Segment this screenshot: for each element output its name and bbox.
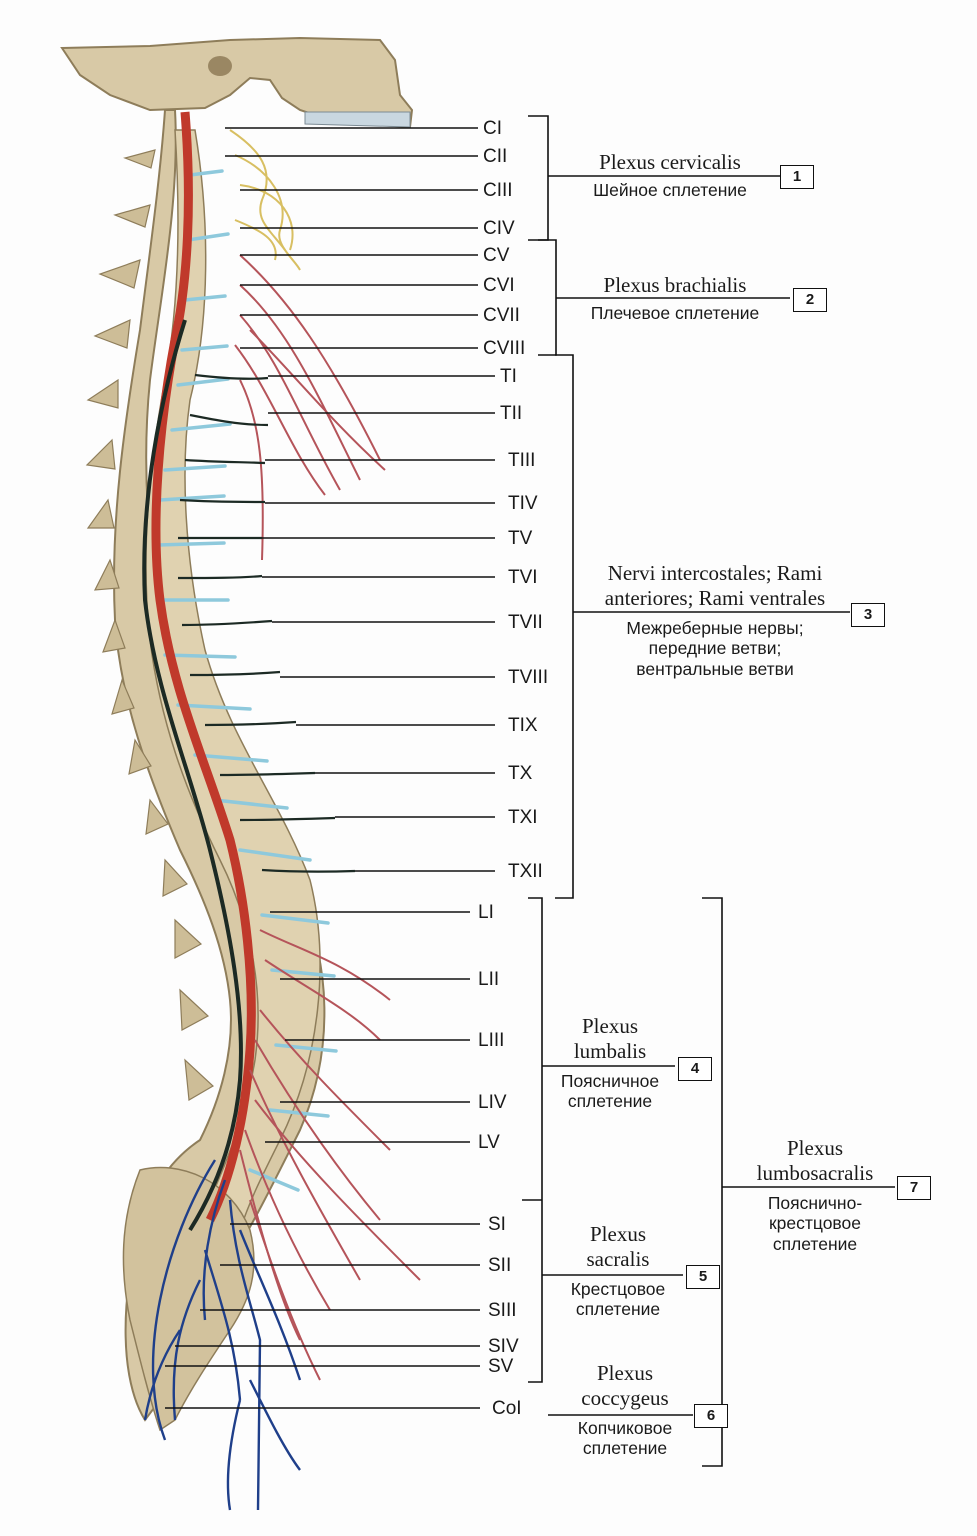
plexus-3-latin-line2: anteriores; Rami ventrales	[604, 585, 826, 610]
label-cviii: CVIII	[483, 338, 526, 359]
plexus-1-caption: Plexus cervicalis Шейное сплетение	[565, 150, 775, 200]
label-siv: SIV	[488, 1336, 519, 1357]
plexus-5-latin-line2: sacralis	[586, 1246, 650, 1271]
plexus-2-caption: Plexus brachialis Плечевое сплетение	[570, 273, 780, 323]
label-cii: CII	[483, 146, 508, 167]
plexus-7-russian-line2: крестцовое	[768, 1213, 861, 1234]
plexus-3-russian-line1: Межреберные нервы;	[626, 617, 804, 638]
plexus-3-caption: Nervi intercostales; Rami anteriores; Ra…	[580, 561, 850, 679]
leader-lines	[165, 127, 495, 1409]
label-txi: TXI	[508, 807, 538, 828]
plexus-7-latin-line1: Plexus	[786, 1136, 843, 1160]
label-tvii: TVII	[508, 612, 543, 633]
plexus-7-russian-line3: сплетение	[772, 1233, 858, 1254]
plexus-6-number-box: 6	[694, 1404, 728, 1428]
plexus-5-russian-line1: Крестцовое	[570, 1278, 666, 1299]
intervertebral-discs	[156, 169, 338, 1192]
plexus-3-russian-line2: передние ветви;	[648, 638, 782, 659]
lumbar-plexus-nerves	[239, 929, 421, 1381]
plexus-6-latin-line2: coccygeus	[581, 1385, 669, 1410]
label-sv: SV	[488, 1356, 514, 1377]
plexus-3-number-box: 3	[851, 603, 885, 627]
label-cvii: CVII	[483, 305, 520, 326]
label-ci: CI	[483, 118, 502, 139]
plexus-4-latin-line1: Plexus	[581, 1014, 638, 1038]
label-tiv: TIV	[508, 493, 538, 514]
plexus-4-number-box: 4	[678, 1057, 712, 1081]
plexus-5-latin-line1: Plexus	[589, 1222, 646, 1246]
plexus-2-number-box: 2	[793, 288, 827, 312]
plexus-3-russian-line3: вентральные ветви	[636, 658, 794, 679]
plexus-3-latin-line1: Nervi intercostales; Rami	[607, 561, 823, 585]
spinal-cord	[151, 111, 256, 1223]
label-tviii: TVIII	[508, 667, 549, 688]
plexus-2-latin: Plexus brachialis	[603, 273, 747, 297]
brachial-plexus-nerves	[234, 254, 386, 561]
plexus-6-latin-line1: Plexus	[596, 1361, 653, 1385]
plexus-5-russian-line2: сплетение	[575, 1299, 661, 1320]
label-txii: TXII	[508, 861, 543, 882]
plexus-7-number-box: 7	[897, 1176, 931, 1200]
plexus-6-russian-line1: Копчиковое	[577, 1417, 673, 1438]
label-lv: LV	[478, 1132, 500, 1153]
label-tv: TV	[508, 528, 533, 549]
label-ti: TI	[500, 366, 517, 387]
plexus-4-russian-line1: Поясничное	[560, 1070, 660, 1091]
sacral-coccygeal-nerves	[143, 1159, 302, 1511]
label-cvi: CVI	[483, 275, 515, 296]
label-tix: TIX	[508, 715, 538, 736]
label-liii: LIII	[478, 1030, 505, 1051]
vertebral-column	[85, 109, 326, 1432]
plexus-1-russian: Шейное сплетение	[593, 179, 747, 200]
plexus-4-russian-line2: сплетение	[567, 1091, 653, 1112]
label-tx: TX	[508, 763, 533, 784]
plexus-7-caption: Plexus lumbosacralis Пояснично- крестцов…	[735, 1136, 895, 1254]
skull-base	[60, 36, 414, 129]
cervical-plexus-nerves	[229, 129, 301, 271]
label-cv: CV	[483, 245, 510, 266]
intercostal-nerves	[177, 373, 356, 873]
plexus-4-latin-line2: lumbalis	[573, 1038, 647, 1063]
sympathetic-trunk	[142, 319, 243, 1232]
plexus-7-latin-line2: lumbosacralis	[756, 1160, 874, 1185]
plexus-6-caption: Plexus coccygeus Копчиковое сплетение	[560, 1361, 690, 1459]
plexus-1-latin: Plexus cervicalis	[599, 150, 741, 174]
plexus-7-russian-line1: Пояснично-	[767, 1192, 863, 1213]
plexus-5-number-box: 5	[686, 1265, 720, 1289]
plexus-2-russian: Плечевое сплетение	[590, 302, 760, 323]
label-ciii: CIII	[483, 180, 513, 201]
label-tvi: TVI	[508, 567, 538, 588]
label-sii: SII	[488, 1255, 512, 1276]
label-civ: CIV	[483, 218, 515, 239]
label-si: SI	[488, 1214, 506, 1235]
plexus-1-number-box: 1	[780, 165, 814, 189]
plexus-6-russian-line2: сплетение	[582, 1438, 668, 1459]
plexus-5-caption: Plexus sacralis Крестцовое сплетение	[553, 1222, 683, 1320]
label-li: LI	[478, 902, 494, 923]
label-coi: CoI	[492, 1398, 522, 1419]
label-liv: LIV	[478, 1092, 507, 1113]
label-siii: SIII	[488, 1300, 517, 1321]
label-tiii: TIII	[508, 450, 536, 471]
label-tii: TII	[500, 403, 523, 424]
label-lii: LII	[478, 969, 500, 990]
plexus-4-caption: Plexus lumbalis Поясничное сплетение	[545, 1014, 675, 1112]
plexus-brackets	[522, 115, 895, 1467]
